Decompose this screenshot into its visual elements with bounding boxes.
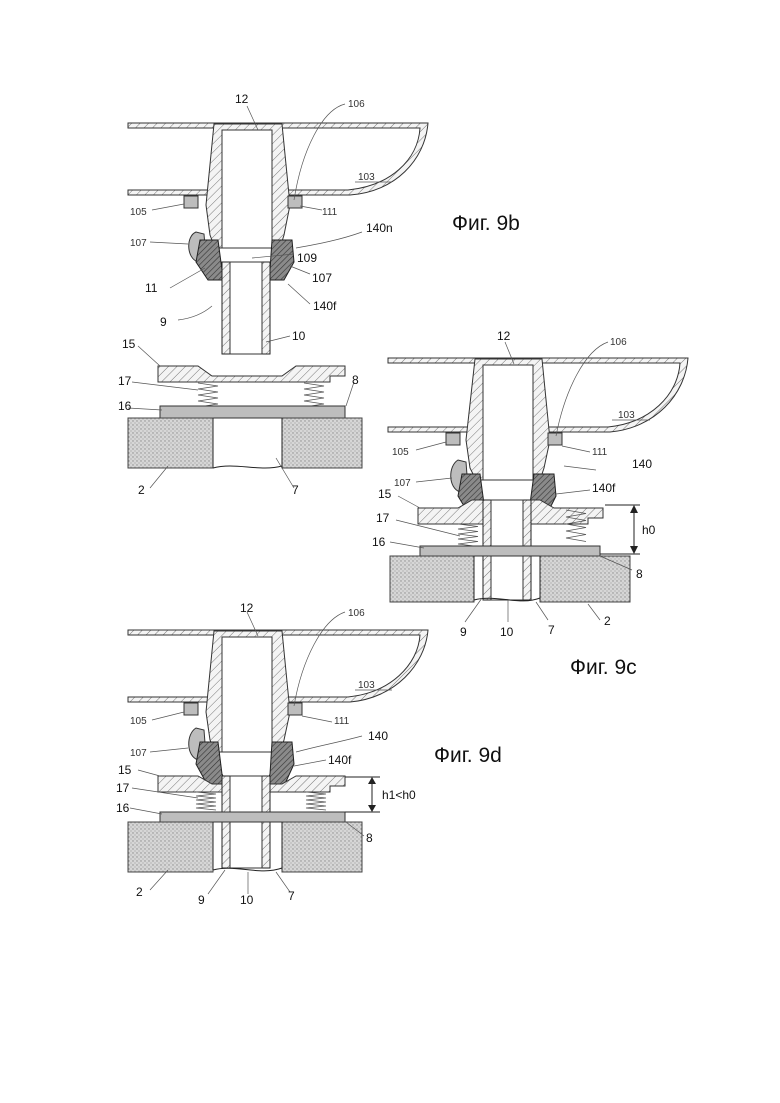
clip-111-d: [288, 703, 302, 715]
clip-111: [288, 196, 302, 208]
figure-9c: [388, 342, 688, 622]
label-140f-c: 140f: [592, 481, 616, 495]
label-140-d: 140: [368, 729, 388, 743]
label-103-c: 103: [618, 410, 635, 421]
label-8-d: 8: [366, 831, 373, 845]
label-103-d: 103: [358, 680, 375, 691]
label-106-c: 106: [610, 337, 627, 348]
label-9-d: 9: [198, 893, 205, 907]
label-12-d: 12: [240, 601, 254, 615]
label-2-d: 2: [136, 885, 143, 899]
label-103: 103: [358, 172, 375, 183]
label-107-d: 107: [130, 748, 147, 759]
label-111-d: 111: [334, 716, 350, 727]
label-17: 17: [118, 374, 132, 388]
label-8: 8: [352, 373, 359, 387]
label-107-c: 107: [394, 478, 411, 489]
label-10: 10: [292, 329, 306, 343]
figure-9b: [128, 104, 428, 488]
label-106-d: 106: [348, 608, 365, 619]
label-10-d: 10: [240, 893, 254, 907]
label-109: 109: [297, 251, 317, 265]
figure-9d: [128, 612, 428, 894]
clip-105-d: [184, 703, 198, 715]
label-107-b: 107: [312, 271, 332, 285]
label-140f: 140f: [313, 299, 337, 313]
label-2: 2: [138, 483, 145, 497]
ground-2-d-left: [128, 822, 213, 872]
ground-2-c-left: [390, 556, 474, 602]
label-16: 16: [118, 399, 132, 413]
clip-111-c: [548, 433, 562, 445]
label-140f-d: 140f: [328, 753, 352, 767]
ground-2-left: [128, 418, 213, 468]
label-106: 106: [348, 99, 365, 110]
label-11: 11: [145, 281, 158, 295]
label-17-d: 17: [116, 781, 130, 795]
label-16-d: 16: [116, 801, 130, 815]
label-15-c: 15: [378, 487, 392, 501]
ground-2-right: [282, 418, 362, 468]
label-105-c: 105: [392, 447, 409, 458]
plate-15: [158, 366, 345, 382]
ground-2-d-right: [282, 822, 362, 872]
spring-17-d-left: [196, 792, 216, 810]
clip-105: [184, 196, 198, 208]
label-9: 9: [160, 315, 167, 329]
caption-fig-9c: Фиг. 9c: [570, 656, 637, 679]
plate-16-d: [160, 812, 345, 822]
clip-105-c: [446, 433, 460, 445]
label-8-c: 8: [636, 567, 643, 581]
label-107-a: 107: [130, 238, 147, 249]
label-12-c: 12: [497, 329, 511, 343]
label-12: 12: [235, 92, 249, 106]
label-16-c: 16: [372, 535, 386, 549]
spring-17-c-left: [458, 524, 478, 547]
label-105: 105: [130, 207, 147, 218]
label-15-d: 15: [118, 763, 132, 777]
label-7-c: 7: [548, 623, 555, 637]
label-9-c: 9: [460, 625, 467, 639]
plate-16-c: [420, 546, 600, 556]
label-2-c: 2: [604, 614, 611, 628]
label-105-d: 105: [130, 716, 147, 727]
label-7-d: 7: [288, 889, 295, 903]
label-111: 111: [322, 207, 338, 218]
label-111-c: 111: [592, 447, 608, 458]
label-7: 7: [292, 483, 299, 497]
spring-17-d-right: [306, 792, 326, 810]
label-140-c: 140: [632, 457, 652, 471]
plate-16: [160, 406, 345, 418]
label-17-c: 17: [376, 511, 390, 525]
label-15: 15: [122, 337, 136, 351]
label-140n: 140n: [366, 221, 393, 235]
caption-fig-9d: Фиг. 9d: [434, 744, 502, 767]
label-h0: h0: [642, 523, 656, 537]
label-10-c: 10: [500, 625, 514, 639]
label-h1-lt-h0: h1<h0: [382, 788, 416, 802]
caption-fig-9b: Фиг. 9b: [452, 212, 520, 235]
